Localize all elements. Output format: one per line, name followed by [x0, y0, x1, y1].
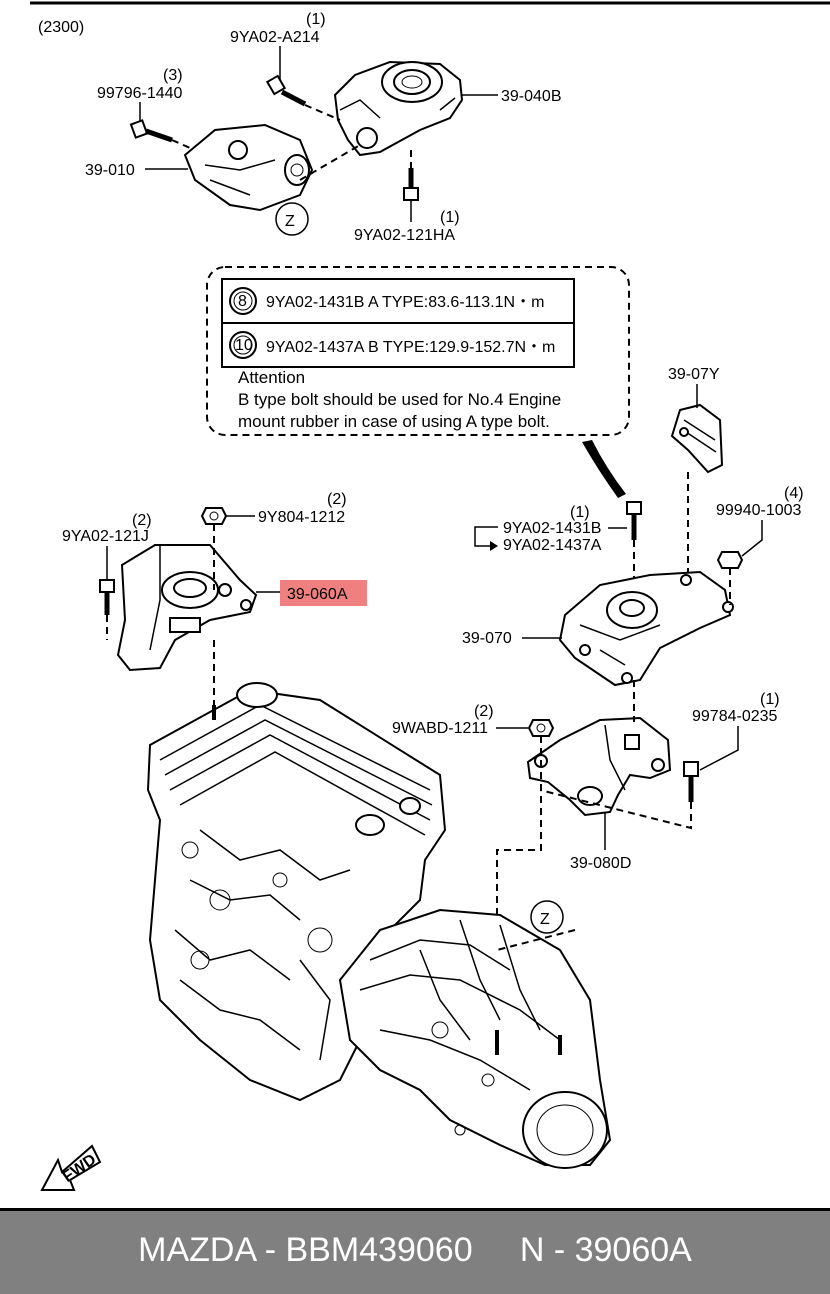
- svg-text:(2): (2): [327, 491, 347, 508]
- bolt-9ya02-121j-drawing: [99, 579, 115, 615]
- parts-diagram: (2300) (1) 9YA02-A214 (3): [30, 1, 830, 1191]
- mount-39-060a-drawing: [116, 544, 258, 672]
- callout-39-060a[interactable]: 39-060A: [256, 580, 367, 606]
- attention-title: Attention: [238, 368, 305, 387]
- callout-39-040b: 39-040B: [462, 88, 562, 105]
- svg-text:(2): (2): [132, 512, 152, 529]
- svg-text:(1): (1): [440, 209, 460, 226]
- svg-text:99784-0235: 99784-0235: [692, 708, 778, 725]
- svg-text:9YA02-1431B: 9YA02-1431B: [503, 520, 601, 537]
- callout-9wabd-1211: (2) 9WABD-1211: [392, 703, 528, 737]
- svg-text:99796-1440: 99796-1440: [97, 85, 183, 102]
- bolt-9ya02-1431b-drawing: [626, 501, 642, 540]
- fwd-arrow-icon: FWD: [40, 1144, 102, 1191]
- highlight-39-060a: [280, 580, 367, 606]
- torque-row-a: 9YA02-1431B A TYPE:83.6-113.1N・m: [266, 294, 544, 311]
- bolt-99784-0235-drawing: [683, 761, 699, 802]
- svg-text:39-07Y: 39-07Y: [668, 366, 720, 383]
- svg-text:(4): (4): [784, 485, 804, 502]
- svg-text:(1): (1): [760, 691, 780, 708]
- svg-text:(2): (2): [474, 703, 494, 720]
- callout-99796-1440: (3) 99796-1440: [97, 67, 183, 122]
- callout-9ya02-121j: (2) 9YA02-121J: [62, 512, 152, 580]
- svg-text:39-060A: 39-060A: [287, 586, 348, 603]
- zone-marker-bottom: Z: [530, 900, 564, 934]
- callout-39-010: 39-010: [85, 162, 188, 179]
- svg-text:9YA02-121J: 9YA02-121J: [62, 528, 149, 545]
- callout-99940-1003: (4) 99940-1003: [716, 485, 804, 557]
- svg-text:9YA02-A214: 9YA02-A214: [230, 29, 320, 46]
- zone-marker-top: Z: [275, 202, 309, 236]
- torque-number-10: 10: [235, 337, 253, 354]
- svg-text:39-040B: 39-040B: [501, 88, 562, 105]
- bracket-39-080d-drawing: [526, 716, 672, 817]
- note-box: 8 9YA02-1431B A TYPE:83.6-113.1N・m 10 9Y…: [206, 266, 630, 436]
- transmission-drawing: [338, 908, 612, 1169]
- diagram-id: (2300): [38, 19, 84, 36]
- mount-39-070-drawing: [558, 570, 734, 687]
- attention-line-1: B type bolt should be used for No.4 Engi…: [238, 390, 561, 409]
- footer-bar: MAZDA - BBM439060 N - 39060A: [0, 1208, 830, 1294]
- svg-text:9YA02-1437A: 9YA02-1437A: [503, 537, 602, 554]
- svg-text:9WABD-1211: 9WABD-1211: [392, 720, 488, 737]
- svg-text:Z: Z: [285, 213, 295, 230]
- footer-part-number: MAZDA - BBM439060 N - 39060A: [138, 1231, 692, 1269]
- nut-9wabd-1211-drawing: [527, 719, 555, 737]
- svg-text:39-080D: 39-080D: [570, 855, 631, 872]
- torque-number-8: 8: [238, 293, 247, 310]
- svg-text:9YA02-121HA: 9YA02-121HA: [354, 227, 455, 244]
- bolt-99796-1440-drawing: [129, 119, 173, 143]
- bolt-9ya02-a214-drawing: [265, 74, 307, 107]
- callout-39-070: 39-070: [462, 630, 562, 647]
- callout-9ya02-121ha: (1) 9YA02-121HA: [354, 200, 460, 244]
- callout-9y804-1212: (2) 9Y804-1212: [226, 491, 347, 526]
- svg-text:Z: Z: [540, 911, 550, 928]
- nut-99940-1003-drawing: [716, 551, 744, 569]
- note-pointer: [582, 440, 626, 498]
- bracket-39-010-drawing: [183, 123, 314, 212]
- callout-39-07y: 39-07Y: [668, 366, 720, 408]
- callout-9ya02-1431b: (1) 9YA02-1431B 9YA02-1437A: [474, 504, 627, 554]
- callout-9ya02-a214: (1) 9YA02-A214: [230, 11, 326, 80]
- callout-99784-0235: (1) 99784-0235: [692, 691, 780, 771]
- bolt-9ya02-121ha-drawing: [403, 168, 419, 201]
- svg-text:39-070: 39-070: [462, 630, 512, 647]
- bracket-39-07y-drawing: [670, 403, 724, 474]
- mount-39-040b-drawing: [333, 60, 464, 157]
- engine-block-drawing: [146, 682, 447, 1102]
- attention-line-2: mount rubber in case of using A type bol…: [238, 412, 550, 431]
- svg-text:9Y804-1212: 9Y804-1212: [258, 509, 345, 526]
- svg-text:(3): (3): [163, 67, 183, 84]
- svg-text:(1): (1): [570, 504, 590, 521]
- nut-9y804-1212-drawing: [200, 507, 228, 525]
- callout-39-080d: 39-080D: [570, 812, 631, 872]
- torque-row-b: 9YA02-1437A B TYPE:129.9-152.7N・m: [266, 339, 555, 356]
- svg-text:(1): (1): [306, 11, 326, 28]
- svg-text:99940-1003: 99940-1003: [716, 502, 802, 519]
- svg-text:39-010: 39-010: [85, 162, 135, 179]
